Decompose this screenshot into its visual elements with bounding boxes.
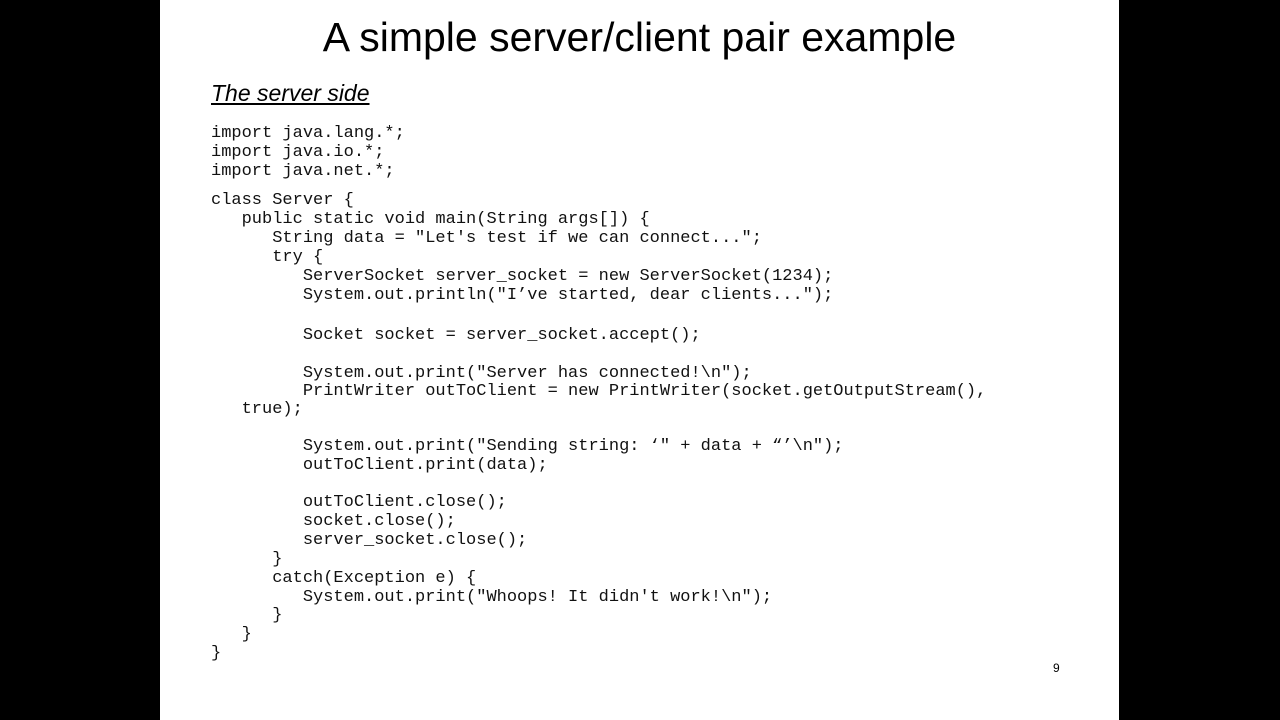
code-line: server_socket.close(); xyxy=(211,531,528,550)
page-number: 9 xyxy=(1053,661,1060,675)
code-line: import java.io.*; xyxy=(211,143,385,162)
code-line: catch(Exception e) { xyxy=(211,569,477,588)
code-line: } xyxy=(211,625,252,644)
code-line: try { xyxy=(211,248,324,267)
code-line: import java.net.*; xyxy=(211,162,395,181)
code-line: Socket socket = server_socket.accept(); xyxy=(211,326,701,345)
code-line: class Server { xyxy=(211,191,354,210)
code-line: System.out.print("Server has connected!\… xyxy=(211,364,752,383)
code-line: ServerSocket server_socket = new ServerS… xyxy=(211,267,834,286)
code-line: outToClient.print(data); xyxy=(211,456,548,475)
slide-title: A simple server/client pair example xyxy=(322,14,957,60)
slide-subtitle: The server side xyxy=(211,80,370,106)
code-line: true); xyxy=(211,400,303,419)
code-line: } xyxy=(211,550,283,569)
code-line: } xyxy=(211,606,283,625)
code-line: public static void main(String args[]) { xyxy=(211,210,650,229)
code-line: System.out.print("Whoops! It didn't work… xyxy=(211,588,773,607)
code-line: PrintWriter outToClient = new PrintWrite… xyxy=(211,382,987,401)
slide: A simple server/client pair example The … xyxy=(160,0,1119,720)
code-line: } xyxy=(211,644,222,663)
code-line: socket.close(); xyxy=(211,512,456,531)
code-line: import java.lang.*; xyxy=(211,124,405,143)
code-line: outToClient.close(); xyxy=(211,493,507,512)
code-line: String data = "Let's test if we can conn… xyxy=(211,229,762,248)
code-line: System.out.print("Sending string: ‘" + d… xyxy=(211,437,844,456)
code-line: System.out.println("I’ve started, dear c… xyxy=(211,286,834,305)
